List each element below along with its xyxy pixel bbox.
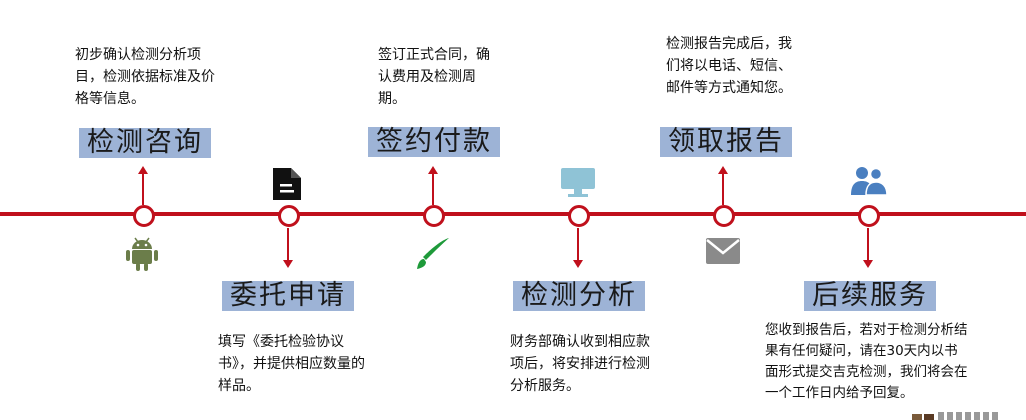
- step-4-title: 检测分析: [513, 281, 645, 311]
- step-6-node: [858, 205, 880, 227]
- step-3-node: [423, 205, 445, 227]
- step-1-description: 初步确认检测分析项目，检测依据标准及价格等信息。: [75, 47, 215, 107]
- step-4-arrow: [573, 228, 583, 268]
- footer-logo: [912, 412, 1026, 420]
- step-1-title: 检测咨询: [79, 128, 211, 158]
- step-5-node: [713, 205, 735, 227]
- step-2-node: [278, 205, 300, 227]
- step-6-arrow: [863, 228, 873, 268]
- monitor-icon: [561, 168, 595, 197]
- step-2-title: 委托申请: [222, 281, 354, 311]
- step-5-description: 检测报告完成后，我们将以电话、短信、邮件等方式通知您。: [666, 36, 792, 96]
- document-icon: [273, 168, 301, 200]
- step-5-title: 领取报告: [660, 127, 792, 157]
- step-1-arrow: [138, 166, 148, 205]
- users-icon: [851, 167, 888, 196]
- timeline-line: [0, 212, 1026, 216]
- step-3-title: 签约付款: [368, 127, 500, 157]
- step-3-description: 签订正式合同，确认费用及检测周期。: [378, 47, 490, 107]
- step-5-arrow: [718, 166, 728, 205]
- envelope-icon: [706, 238, 740, 264]
- step-1-node: [133, 205, 155, 227]
- step-2-arrow: [283, 228, 293, 268]
- android-icon: [126, 237, 158, 271]
- step-4-description: 财务部确认收到相应款项后，将安排进行检测分析服务。: [510, 334, 650, 394]
- step-6-description: 您收到报告后，若对于检测分析结果有任何疑问，请在30天内以书面形式提交吉克检测，…: [765, 322, 968, 401]
- step-3-arrow: [428, 166, 438, 205]
- step-6-title: 后续服务: [804, 281, 936, 311]
- brush-icon: [417, 238, 449, 269]
- step-2-description: 填写《委托检验协议书》，并提供相应数量的样品。: [218, 334, 365, 394]
- step-4-node: [568, 205, 590, 227]
